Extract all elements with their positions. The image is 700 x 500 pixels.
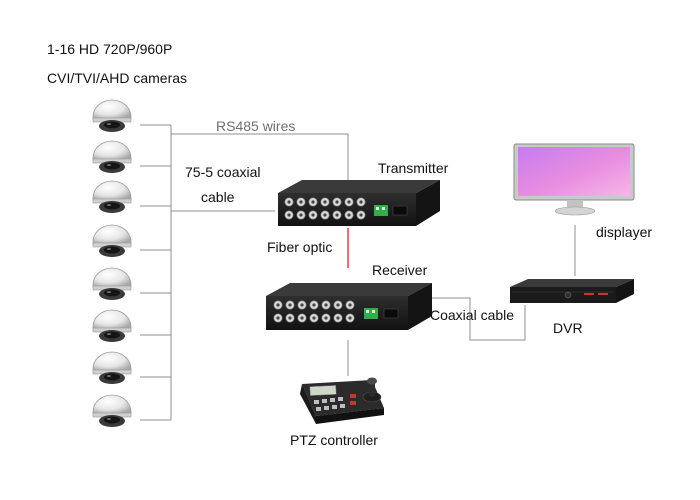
fiber-label: Fiber optic	[267, 239, 332, 255]
ptz-label: PTZ controller	[290, 432, 378, 448]
rs485-label: RS485 wires	[216, 118, 295, 134]
dome-camera-icon	[92, 267, 132, 301]
coax-label-line2: cable	[201, 189, 235, 205]
camera-list	[92, 99, 132, 428]
coaxial-cable-label: Coaxial cable	[430, 307, 514, 323]
receiver-device-icon	[266, 283, 432, 330]
receiver-label: Receiver	[372, 262, 428, 278]
coax-label-line1: 75-5 coaxial	[185, 164, 261, 180]
transmitter-device-icon	[278, 180, 440, 226]
dvr-label: DVR	[553, 320, 583, 336]
dome-camera-icon	[92, 180, 132, 214]
dome-camera-icon	[92, 224, 132, 258]
coaxial-cable-line	[432, 297, 526, 341]
camera-title-line1: 1-16 HD 720P/960P	[47, 41, 172, 57]
dome-camera-icon	[92, 99, 132, 133]
dvr-device-icon	[510, 279, 634, 303]
dome-camera-icon	[92, 140, 132, 174]
dome-camera-icon	[92, 351, 132, 385]
camera-wires	[140, 124, 349, 421]
dome-camera-icon	[92, 394, 132, 428]
transmitter-label: Transmitter	[378, 160, 449, 176]
displayer-label: displayer	[596, 224, 652, 240]
ptz-controller-icon	[300, 377, 384, 424]
monitor-icon	[513, 143, 635, 216]
dome-camera-icon	[92, 309, 132, 343]
camera-title-line2: CVI/TVI/AHD cameras	[47, 70, 187, 86]
